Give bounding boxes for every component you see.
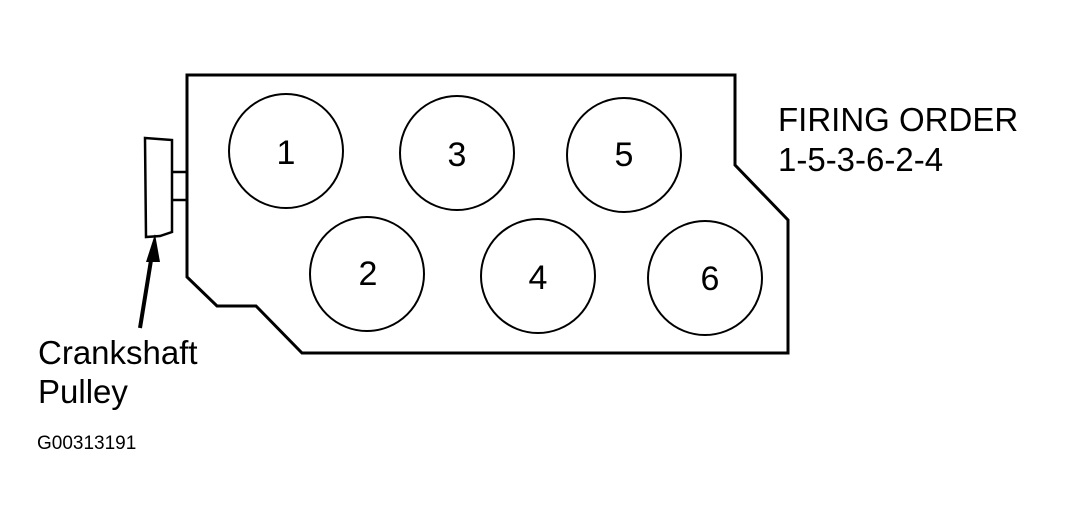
- pulley-label-line1: Crankshaft: [38, 334, 198, 371]
- cylinder-label: 6: [701, 260, 720, 298]
- cylinder-label: 5: [615, 136, 634, 174]
- cylinder-3: 3: [399, 95, 515, 211]
- cylinder-label: 3: [448, 136, 467, 174]
- cylinder-2: 2: [309, 216, 425, 332]
- crankshaft-pulley: [143, 136, 187, 239]
- cylinder-5: 5: [566, 97, 682, 213]
- cylinder-label: 4: [529, 259, 548, 297]
- figure-id: G00313191: [37, 433, 136, 454]
- cylinder-1: 1: [228, 93, 344, 209]
- cylinder-label: 2: [359, 255, 378, 293]
- firing-order-title: FIRING ORDER: [778, 101, 1018, 138]
- pulley-label-line2: Pulley: [38, 373, 128, 410]
- firing-order-sequence: 1-5-3-6-2-4: [778, 141, 943, 178]
- cylinder-4: 4: [480, 218, 596, 334]
- pointer-arrow-icon: [138, 234, 160, 329]
- cylinder-6: 6: [647, 220, 763, 336]
- cylinder-label: 1: [277, 134, 296, 172]
- engine-block-outline: [185, 73, 790, 355]
